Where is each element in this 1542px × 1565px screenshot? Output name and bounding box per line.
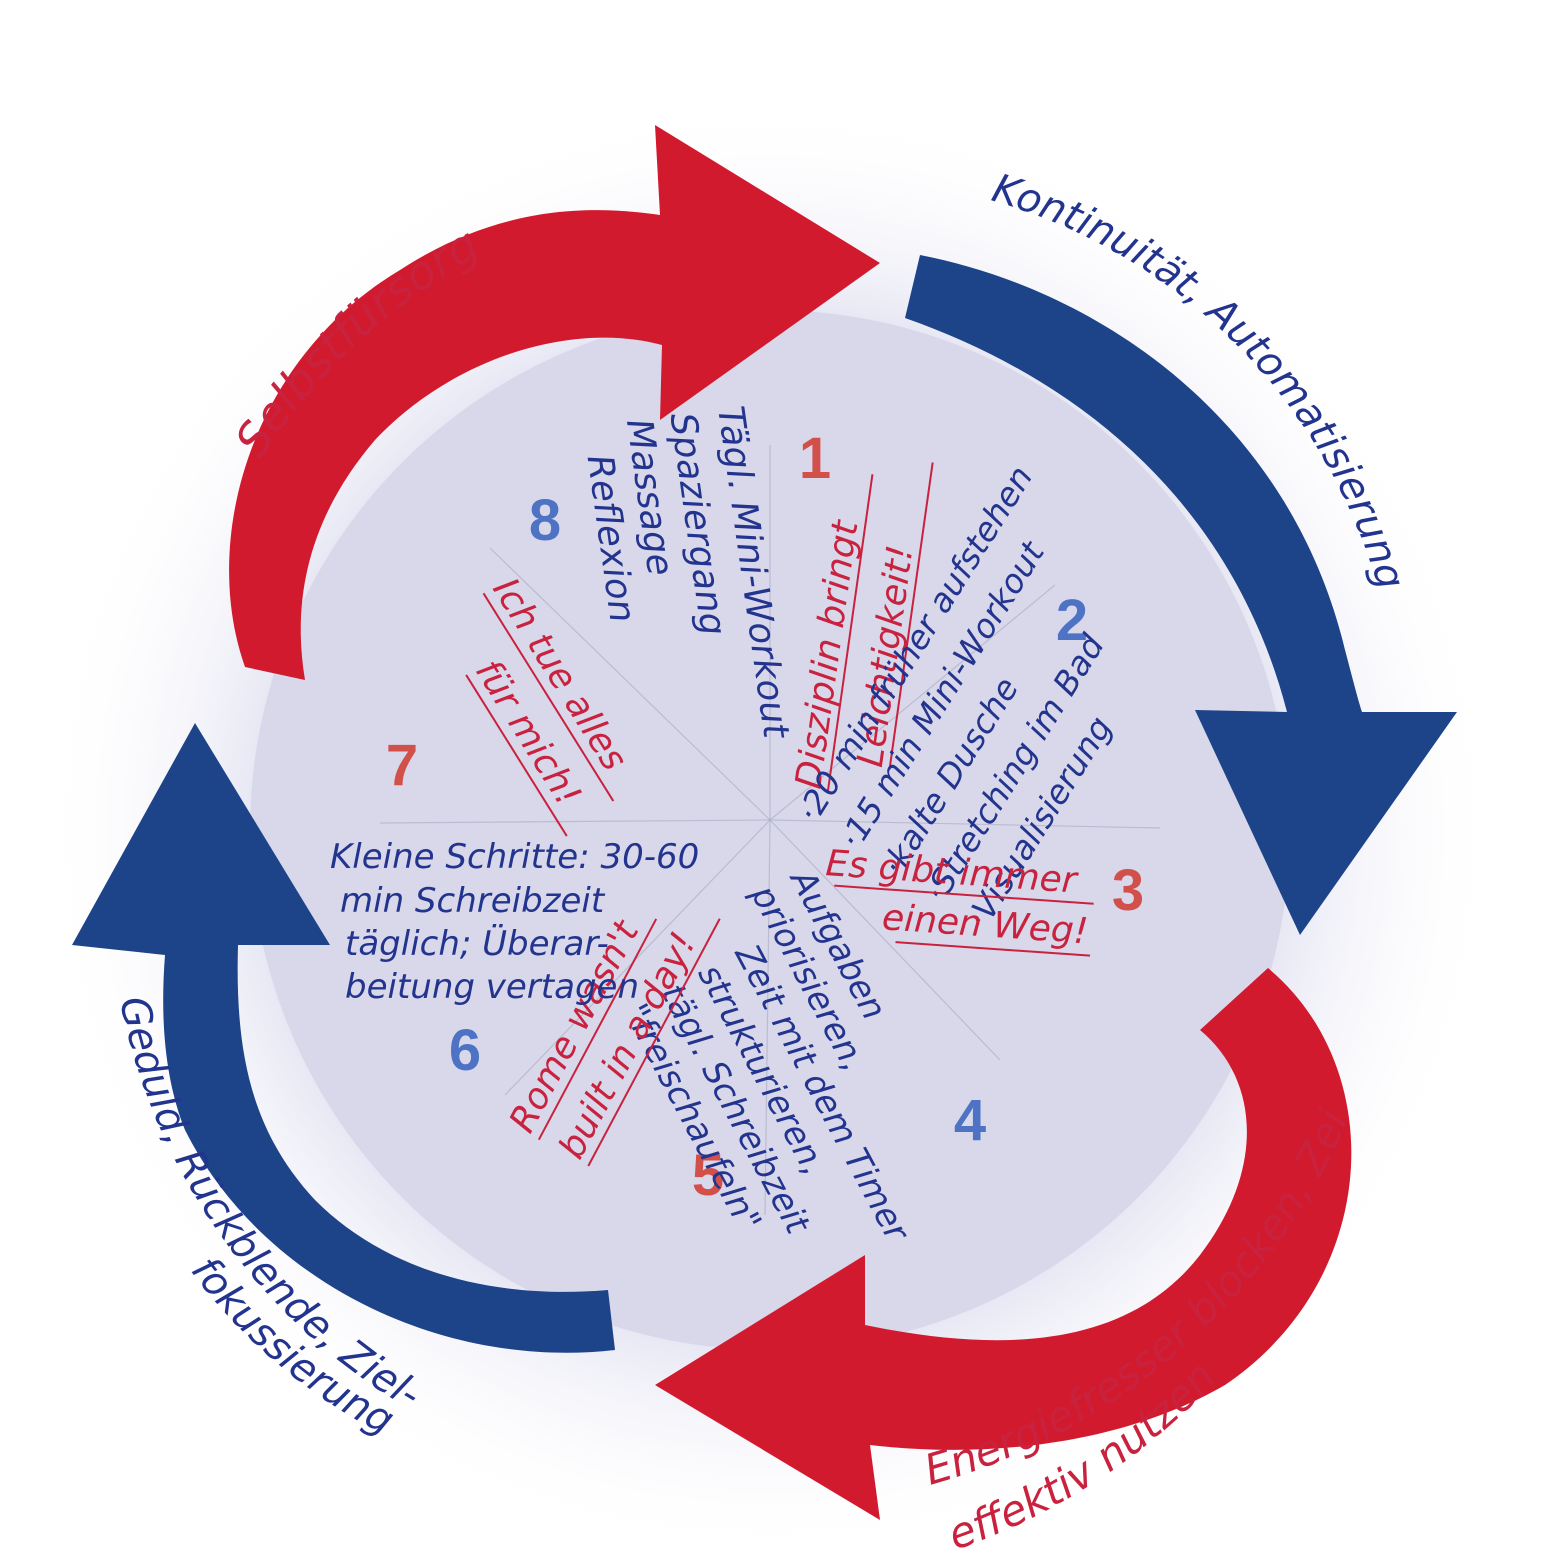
arrow-red-bottom	[655, 968, 1352, 1520]
segment-number-4: 4	[954, 1088, 986, 1153]
arrow-red-top	[229, 125, 880, 680]
sector-lines	[379, 445, 1161, 1216]
segment-number-3: 3	[1112, 858, 1144, 923]
segment-number-1: 1	[799, 426, 831, 491]
arrow-blue-left	[72, 723, 615, 1353]
segment-6-line-3: täglich; Überar-	[345, 923, 609, 964]
segment-6-line-2: min Schreibzeit	[340, 881, 606, 921]
segment-6-line-4: beitung vertagen	[345, 967, 639, 1007]
segment-number-2: 2	[1056, 588, 1088, 653]
segment-number-7: 7	[386, 733, 418, 798]
arrow-blue-right	[905, 255, 1457, 935]
segment-6-line-1: Kleine Schritte: 30-60	[330, 837, 699, 877]
segment-6-text: Kleine Schritte: 30-60 min Schreibzeit t…	[330, 837, 699, 1007]
segment-number-6: 6	[449, 1018, 481, 1083]
segment-number-5: 5	[692, 1143, 724, 1208]
segment-number-8: 8	[529, 488, 561, 553]
